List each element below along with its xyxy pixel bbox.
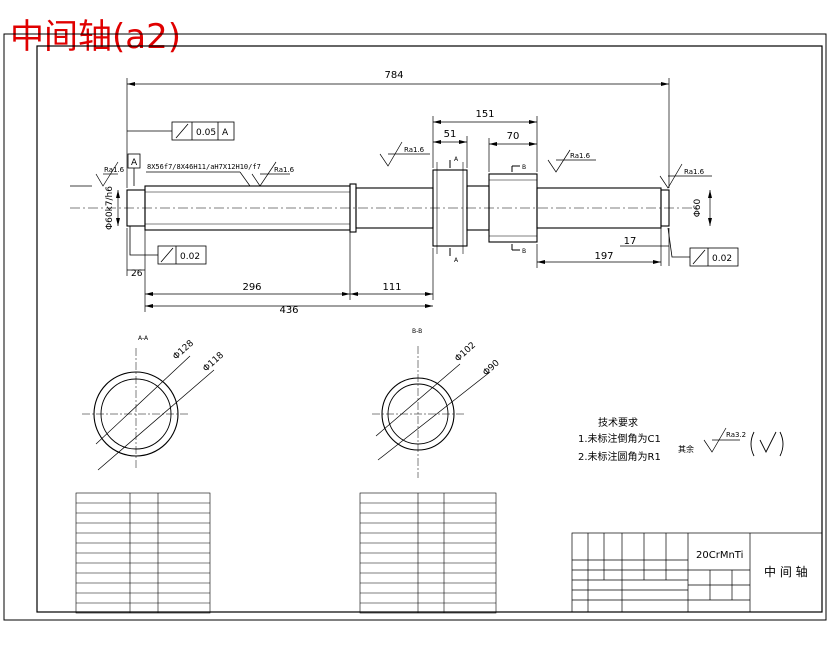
tech-req-heading: 技术要求 xyxy=(598,416,638,429)
drawing-title: 中间轴(a2) xyxy=(10,17,181,57)
section-mark-a-top: A xyxy=(454,156,459,163)
dim-436: 436 xyxy=(279,305,298,316)
section-a-label: A-A xyxy=(138,335,149,342)
dim-111: 111 xyxy=(382,282,401,293)
dim-right-diameter: Φ60 xyxy=(693,198,703,217)
section-view-a xyxy=(82,348,215,471)
title-block xyxy=(571,532,823,613)
dim-overall-length: 784 xyxy=(384,70,403,81)
section-b-label: B-B xyxy=(412,328,422,335)
runout-datum-top: A xyxy=(222,128,229,138)
tech-req-line-1: 1.未标注倒角为C1 xyxy=(578,432,661,445)
dim-right-17: 17 xyxy=(624,236,637,247)
runout-frame-left xyxy=(129,226,207,265)
dimension-arrows xyxy=(116,82,712,308)
section-mark-b-top: B xyxy=(522,164,526,171)
runout-value-top: 0.05 xyxy=(196,128,216,138)
roughness-label-1: Ra1.6 xyxy=(104,166,125,174)
runout-value-left: 0.02 xyxy=(180,252,200,262)
section-mark-a-bottom: A xyxy=(454,257,459,264)
section-b-dia-inner: Φ90 xyxy=(481,358,502,378)
datum-a-letter: A xyxy=(131,158,138,168)
runout-frame-right xyxy=(667,227,739,267)
roughness-symbols xyxy=(70,141,740,453)
section-a-dia-outer: Φ128 xyxy=(171,338,196,362)
drawing-border xyxy=(3,33,827,621)
dim-seg-51: 51 xyxy=(444,129,457,140)
dimension-lines xyxy=(117,78,711,312)
dim-gear-group: 151 xyxy=(475,109,494,120)
title-block-material: 20CrMnTi xyxy=(696,550,743,561)
title-block-part-name: 中 间 轴 xyxy=(764,564,808,579)
spline-callout: 8X56f7/8X46H11/aH7X12H10/f7 xyxy=(147,163,261,171)
section-b-dia-outer: Φ102 xyxy=(453,341,478,365)
roughness-rest-label: 其余 xyxy=(678,444,694,454)
shaft-outline xyxy=(70,162,700,254)
dim-right-197: 197 xyxy=(594,251,613,262)
rest-roughness-paren xyxy=(750,431,784,457)
runout-frame-top xyxy=(127,121,235,141)
roughness-label-3: Ra1.6 xyxy=(404,146,425,154)
gear-params-table-a xyxy=(75,492,211,614)
dim-seg-70: 70 xyxy=(507,131,520,142)
gear-params-table-b xyxy=(359,492,497,614)
section-view-b xyxy=(372,346,491,478)
datum-a-box xyxy=(127,153,141,186)
tech-req-line-2: 2.未标注圆角为R1 xyxy=(578,450,661,463)
dim-left-shoulder: 26 xyxy=(131,269,143,279)
roughness-label-5: Ra1.6 xyxy=(684,168,705,176)
roughness-label-4: Ra1.6 xyxy=(570,152,591,160)
runout-value-right: 0.02 xyxy=(712,254,732,264)
roughness-rest-value: Ra3.2 xyxy=(726,431,746,439)
section-cut-marks xyxy=(449,160,520,256)
spline-leader xyxy=(146,171,251,187)
roughness-label-2: Ra1.6 xyxy=(274,166,295,174)
dim-left-diameter: Φ60k7/h6 xyxy=(105,186,115,230)
dim-296: 296 xyxy=(242,282,261,293)
section-mark-b-bottom: B xyxy=(522,248,526,255)
